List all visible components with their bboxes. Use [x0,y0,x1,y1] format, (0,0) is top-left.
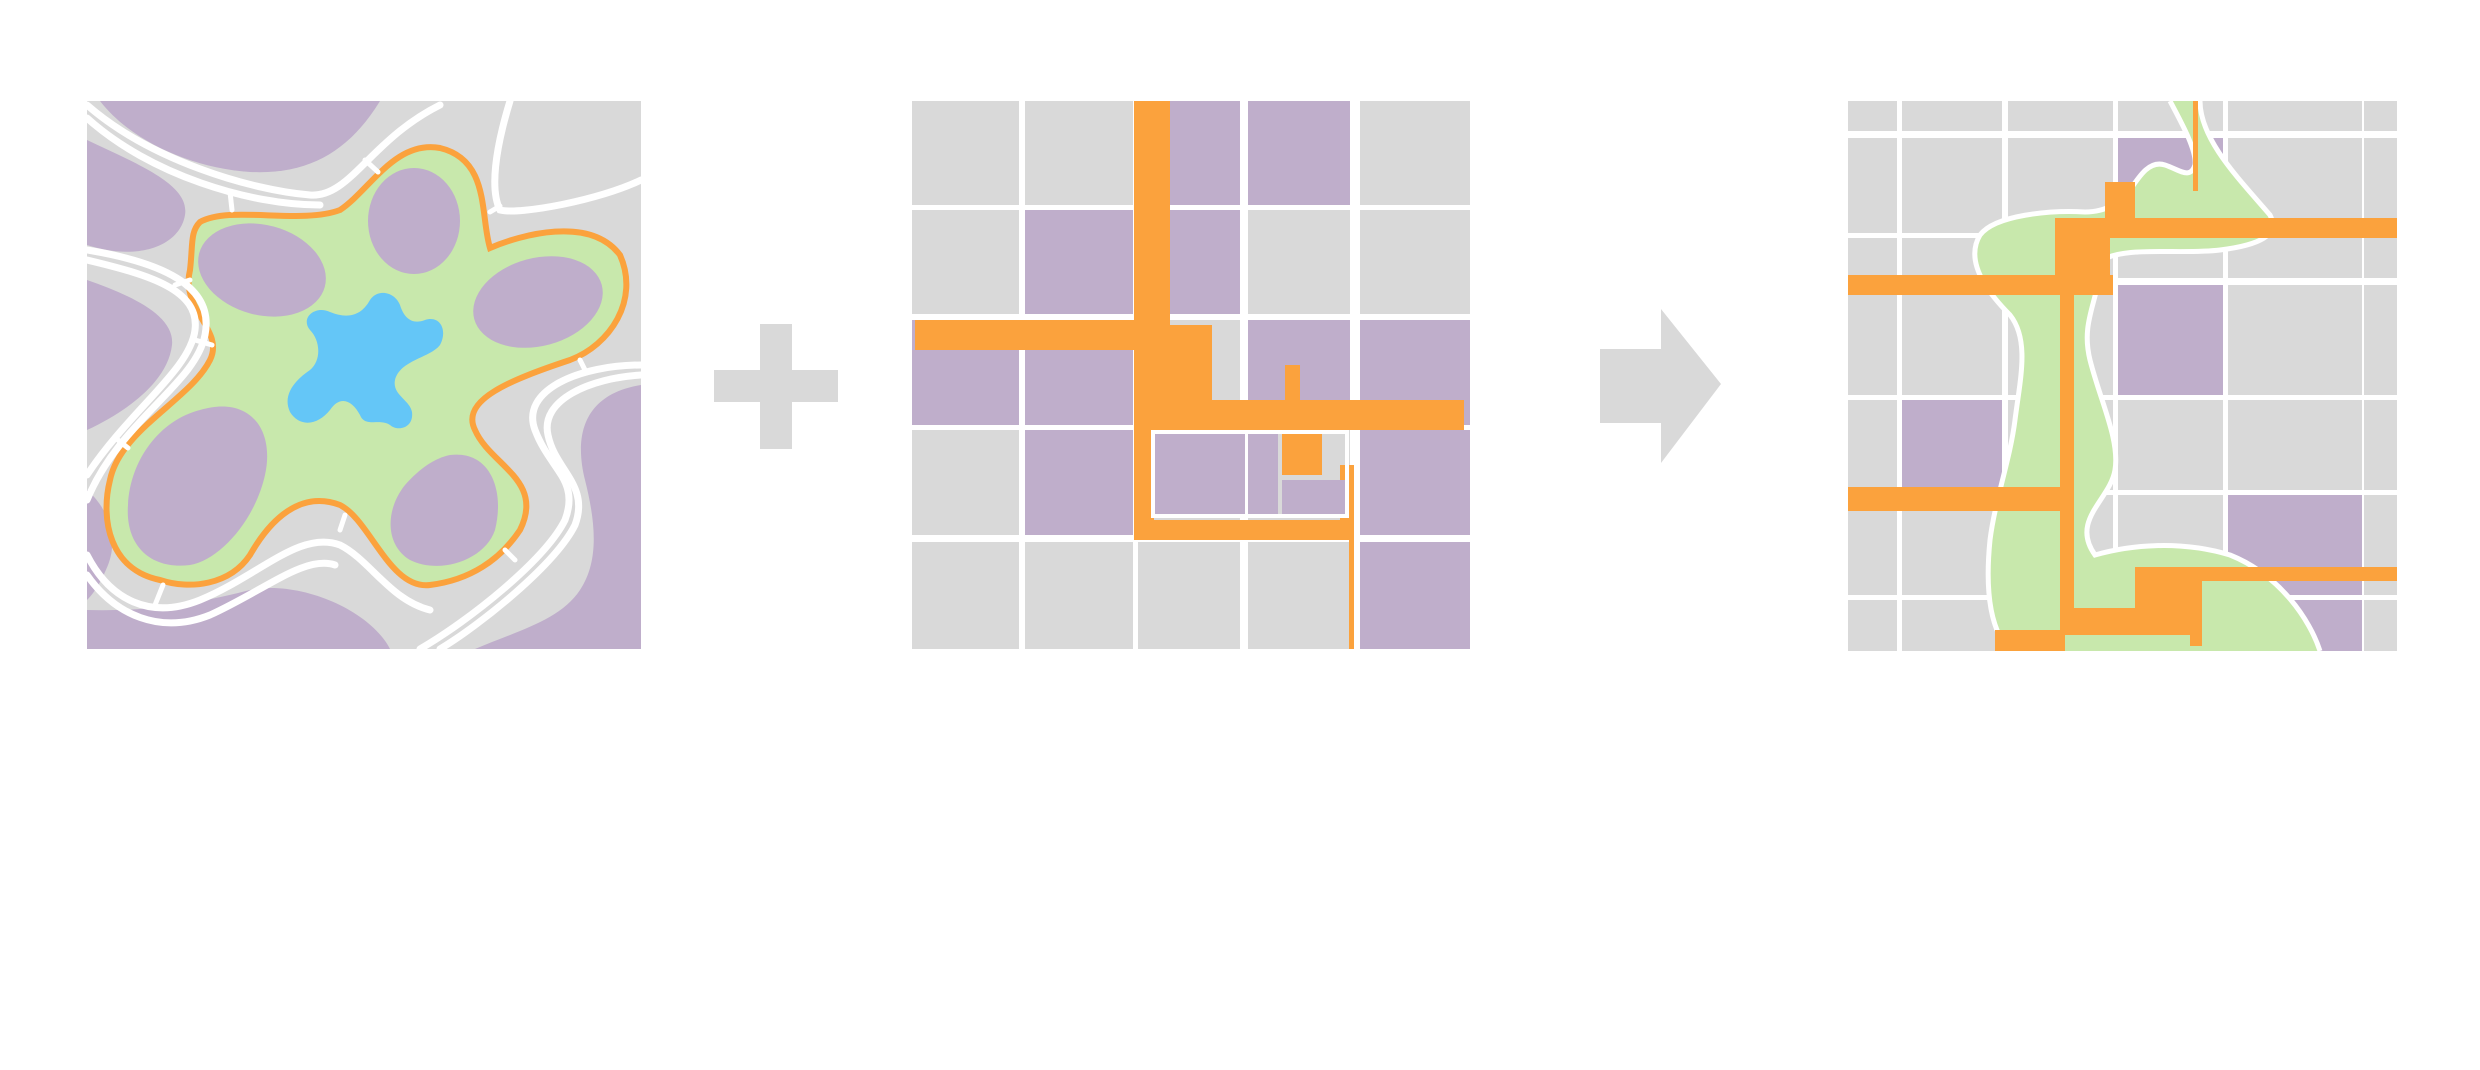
gray-block [2280,285,2362,395]
purple-block [87,588,390,649]
road [416,361,641,649]
purple-block [1025,430,1133,535]
gray-block [2228,285,2288,395]
gray-block [2280,238,2362,278]
gray-block [1138,542,1240,649]
purple-block [87,140,186,252]
gray-block [2364,285,2397,395]
road [87,559,339,627]
road [87,538,434,614]
gray-block [2228,400,2288,490]
road-connector [577,357,588,373]
gray-block [1848,400,1897,490]
gray-block [1360,210,1470,314]
gray-block [912,430,1019,535]
gray-block [912,101,1019,205]
gray-block [1360,101,1470,205]
orange-path [1848,101,2397,651]
gray-block [2008,101,2113,131]
purple-block [2118,285,2223,395]
road [436,371,641,649]
purple-block [1248,101,1350,205]
gray-block [912,210,1019,314]
plus-icon [714,324,838,449]
grid-plan-panel [912,101,1470,649]
orange-path [915,101,1464,649]
purple-block [1282,480,1345,514]
gray-block [1848,238,1897,278]
road [87,101,444,199]
road-connector [362,157,381,175]
purple-block [1155,434,1245,514]
gray-block [2280,400,2362,490]
gray-block [1902,101,2002,131]
purple-block [390,454,498,566]
gray-block [1902,600,2002,651]
organic-plan-panel [87,101,641,649]
gray-block [1848,285,1897,395]
road [87,256,199,479]
gray-block [2280,138,2362,233]
gray-block [1902,138,2002,233]
road-connector [487,203,503,215]
gray-block [1902,495,2002,595]
orange-path [103,144,630,589]
gray-block [1848,101,1897,131]
road-connector [502,547,518,563]
combined-plan-panel [1848,101,2397,651]
purple-block [87,280,173,430]
purple-block [368,168,460,274]
road [87,246,210,504]
gray-block [1248,210,1350,314]
purple-block [475,385,641,649]
arrow-right-icon [1600,309,1721,463]
purple-block [1360,542,1470,649]
purple-block [1025,210,1133,314]
gray-block [2228,101,2288,131]
purple-block [1902,400,2002,490]
road-connector [172,277,193,288]
gray-block [2364,138,2397,233]
road-connector [192,337,215,348]
gray-block [1848,495,1897,595]
purple-block [100,101,380,173]
purple-block [473,256,603,348]
gray-block [1025,542,1133,649]
road-connector [115,437,131,451]
gray-block [2364,238,2397,278]
road [87,114,324,209]
water-body [287,292,444,429]
gray-block [1902,285,2002,395]
purple-block [198,223,326,317]
road-connector [337,512,348,533]
gray-block [2364,101,2397,131]
gray-block [1248,542,1350,649]
gray-block [912,542,1019,649]
purple-block [127,406,268,566]
gray-block [1848,600,1897,651]
gray-block [2364,400,2397,490]
purple-block [1360,430,1470,535]
purple-block [1248,434,1278,514]
gray-block [2280,101,2362,131]
inner-block-outline [1151,430,1349,518]
road [491,101,641,215]
road-connector [227,189,235,213]
gray-block [1025,101,1133,205]
gray-block [2364,600,2397,651]
gray-block [2118,400,2223,490]
road-connector [152,582,166,608]
gray-block [1848,138,1897,233]
